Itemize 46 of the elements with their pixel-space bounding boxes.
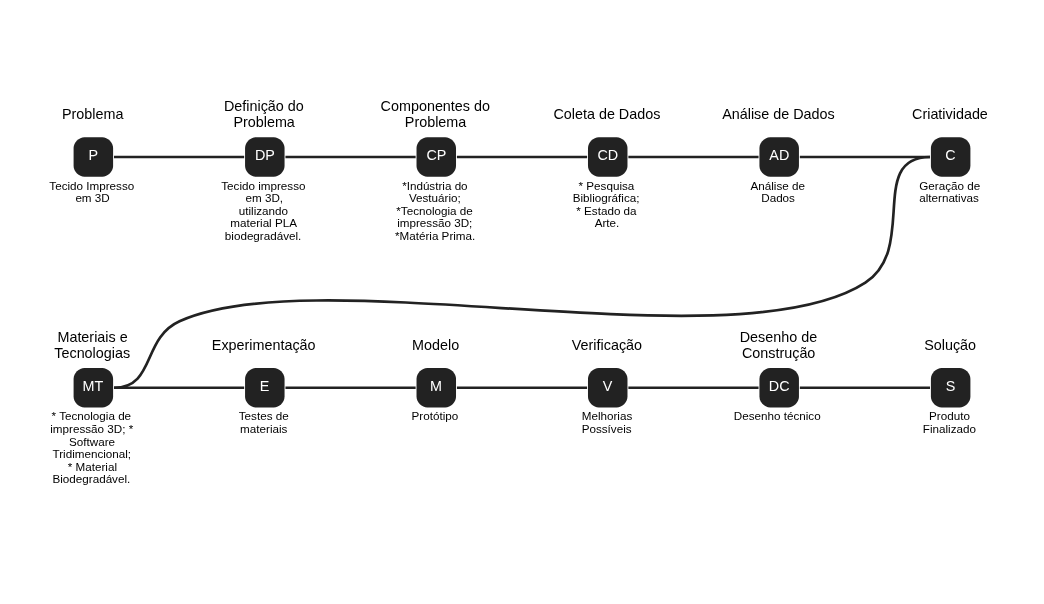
node-box: V [588,368,628,408]
node-box: P [73,137,114,177]
node-label: Solução [924,336,977,353]
node-box: DC [759,368,799,408]
node-label: Definição do Problema [223,98,304,131]
node-box: AD [759,137,799,177]
node-box: M [416,368,456,408]
node-label: * Pesquisa Bibliográfica; * Estado da Arte. [572,178,640,230]
node-label: Protótipo [411,409,459,423]
connector [113,155,931,390]
node-label: Desenho técnico [733,409,821,423]
node-label: Desenho de Construção [739,328,818,361]
node-box: MT [73,368,114,408]
node-label: Melhorias Possíveis [581,409,633,435]
connector [114,155,245,159]
node-label: Materiais e Tecnologias [54,328,131,361]
node-label: Tecido impresso em 3D, utilizando material PLA biodegradável. [221,178,306,242]
node-box: CD [588,137,628,177]
node-label: *Indústria do Vestuário; *Tecnologia de impressão 3D; *Matéria Prima. [394,178,476,242]
connector [628,386,759,390]
connector [456,155,588,159]
node-label: Verificação [571,336,643,353]
connector [285,155,416,159]
node-label: Produto Finalizado [922,409,976,435]
connector [114,386,245,390]
node-box: CP [416,137,456,177]
node-label: Componentes do Problema [380,98,490,131]
node-box: DP [245,137,285,177]
node-label: Coleta de Dados [553,106,661,123]
node-label: Problema [61,106,124,123]
node-label: Análise de Dados [722,106,835,123]
node-box: S [930,368,971,408]
node-label: Tecido Impresso em 3D [49,178,135,205]
connector [285,386,416,390]
connector [799,386,930,390]
connector [456,386,588,390]
node-label: Experimentação [211,336,316,353]
connector [628,155,759,159]
node-label: Criatividade [912,106,988,123]
node-label: Análise de Dados [750,178,805,205]
node-label: Geração de alternativas [919,178,981,205]
node-label: Modelo [412,336,460,353]
node-box: E [245,368,285,408]
node-label: Testes de materiais [238,409,289,435]
node-box: C [930,137,971,177]
node-label: * Tecnologia de impressão 3D; * Software Tridimencional; * Material Biodegradável. [50,409,134,486]
